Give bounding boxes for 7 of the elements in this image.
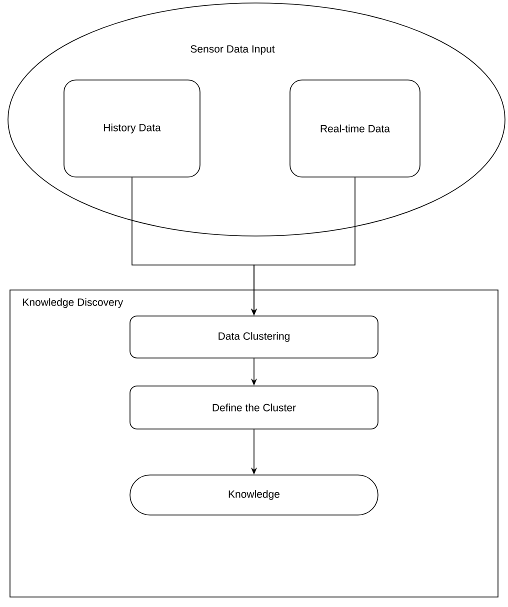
terminal-box: Knowledge [130,474,378,516]
process-box: Data Clustering [130,316,378,358]
data-box: Real-time Data [290,80,420,178]
group-title: Sensor Data Input [190,45,275,55]
data-box: History Data [64,80,200,178]
process-box: Define the Cluster [130,386,378,430]
group-title: Knowledge Discovery [23,298,124,308]
